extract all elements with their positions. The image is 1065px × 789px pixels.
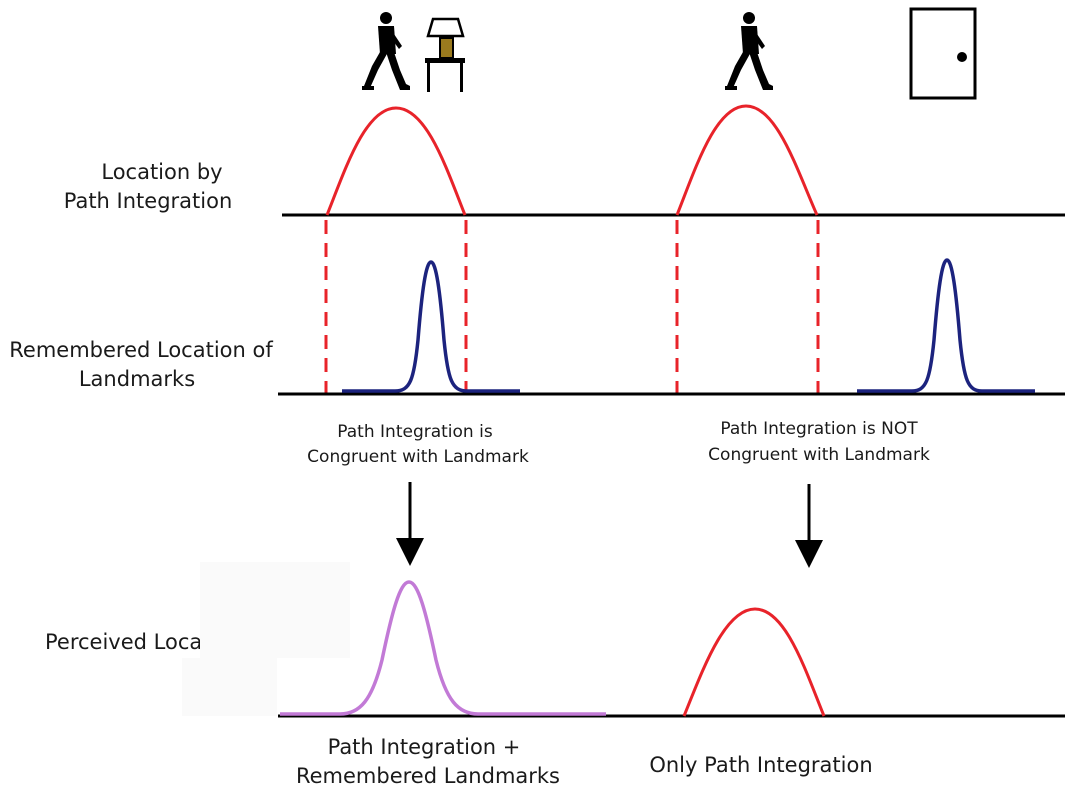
path-integration-curve-left [325,106,467,216]
perceived-curve-combined [280,580,606,716]
path-integration-label-line1: Location by [101,160,222,184]
faint-background-block-2 [182,658,277,716]
perceived-curve-path-only [682,607,826,717]
congruent-label-line2: Congruent with Landmark [307,447,529,467]
path-integration-curve-right [675,104,819,216]
not-congruent-label-line1: Path Integration is NOT [720,419,918,439]
walker-icon-left [362,12,410,90]
result-left-line2: Remembered Landmarks [296,764,560,788]
path-integration-label-line2: Path Integration [64,189,233,213]
landmarks-label-line2: Landmarks [79,367,195,391]
congruent-label-line1: Path Integration is [337,422,493,442]
lamp-on-table-icon [425,17,465,92]
door-icon [909,7,977,100]
arrow-down-right [795,484,823,568]
arrow-down-left [396,482,424,566]
landmark-curve-left [342,260,520,393]
result-left-line1: Path Integration + [328,735,521,759]
landmarks-label-line1: Remembered Location of [9,338,273,362]
faint-background-block-1 [200,562,350,658]
result-right-label: Only Path Integration [649,753,872,777]
walker-icon-right [725,12,773,90]
not-congruent-label-line2: Congruent with Landmark [708,445,930,465]
landmark-curve-right [857,258,1035,393]
